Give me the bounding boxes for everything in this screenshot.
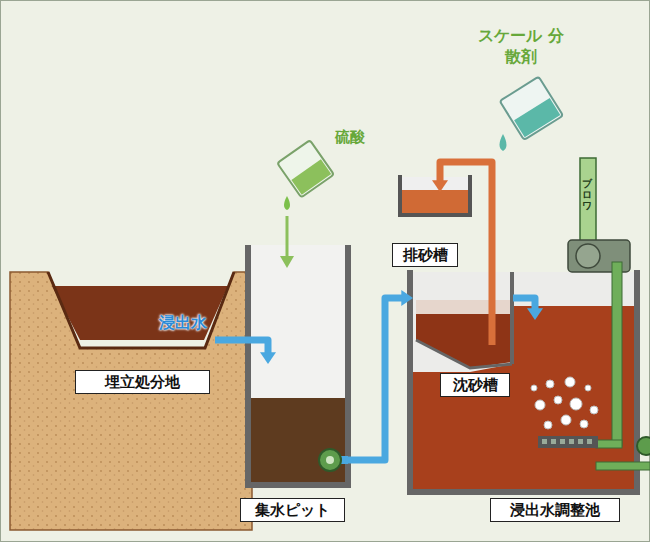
collection-pit (248, 245, 348, 485)
pipe-connector (513, 298, 543, 320)
pipe-connector (215, 340, 276, 364)
process-box: 沈砂槽 (413, 290, 513, 397)
chemical-label: スケール 分散剤 (476, 26, 566, 68)
facility-label: 集水ピット (240, 498, 345, 522)
pipe-line (348, 298, 403, 460)
facility-label: 沈砂槽 (440, 373, 510, 397)
sand-discharge-tank (400, 175, 470, 215)
flow-label: 浸出水 (159, 313, 207, 334)
landfill-illustration (10, 272, 252, 530)
chemical-label: 硫酸 (335, 128, 365, 147)
arrow-head (432, 180, 448, 192)
facility-label: 排砂槽 (392, 243, 458, 267)
pipe-line (513, 298, 535, 310)
equipment-label: ブロワ (582, 178, 592, 211)
process-box: 浸出水調整池 沈砂槽 (410, 270, 637, 525)
process-box: 排砂槽 (392, 172, 472, 267)
blower (531, 158, 630, 448)
pipe-connector (348, 290, 413, 460)
facility-label: 浸出水調整池 (490, 498, 620, 522)
arrow-head (260, 352, 276, 364)
arrow-head (527, 308, 543, 320)
process-box: 埋立処分地 (10, 272, 215, 402)
facility-label: 埋立処分地 (75, 370, 210, 394)
acid-beaker (277, 140, 334, 268)
pipe-line (215, 340, 268, 354)
process-box: 集水ピット (240, 245, 348, 525)
dispersant-beaker (500, 77, 564, 151)
arrow-head (401, 290, 413, 306)
